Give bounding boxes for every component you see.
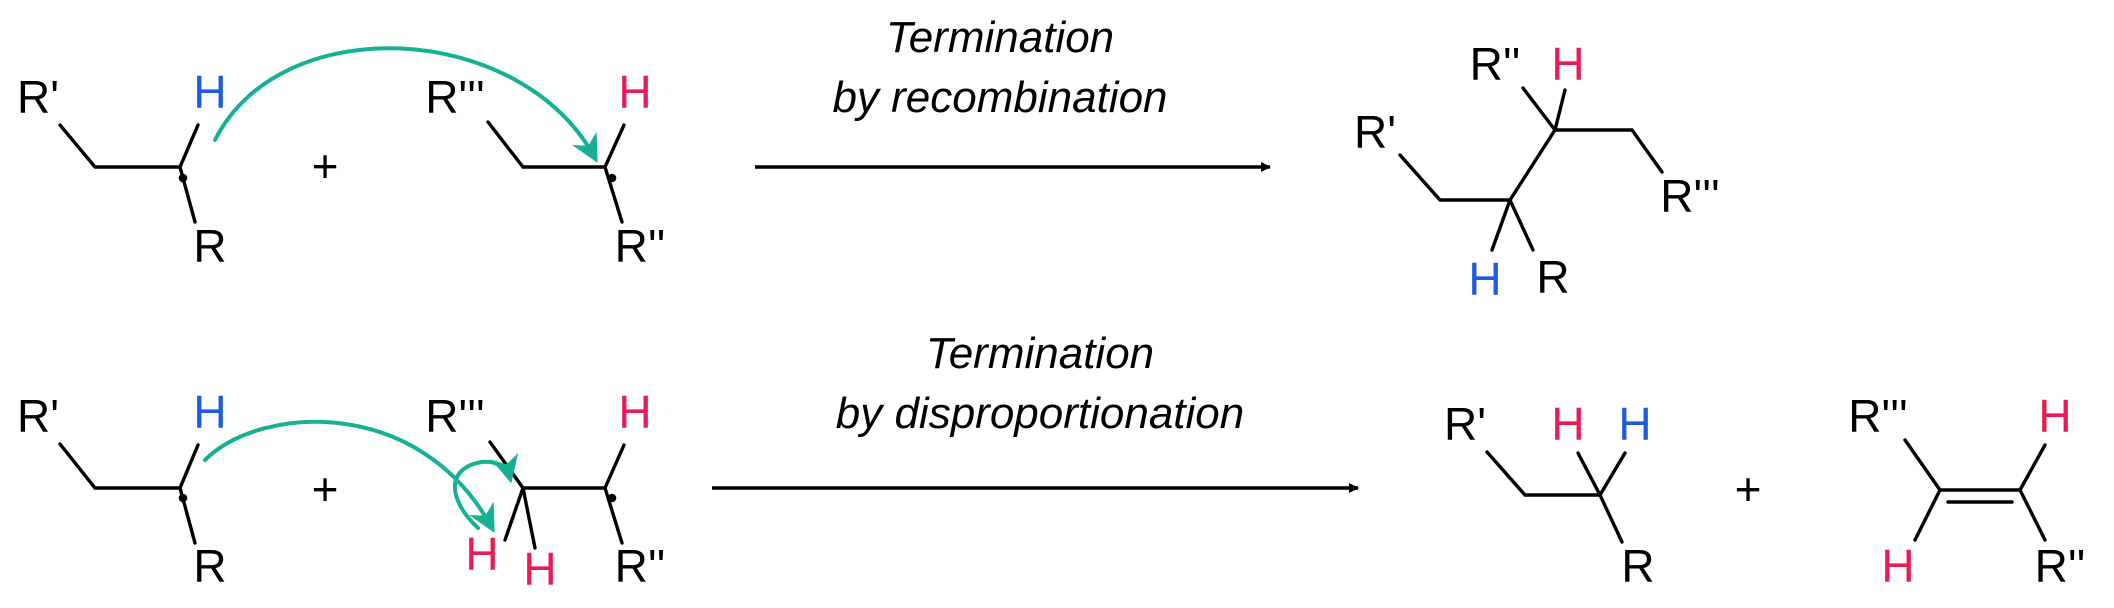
- radical-2-recombination: R''' H R'': [425, 66, 665, 272]
- hydrogen-red: H: [523, 543, 556, 595]
- alkene-bonds: [1903, 438, 2047, 542]
- plus-sign: +: [312, 463, 339, 515]
- c-h-bond: [178, 123, 200, 169]
- radical-dot-icon: [178, 493, 188, 503]
- product-alkane: R' H H R: [1444, 398, 1655, 592]
- product-recombination: R' R'' H R''' H R: [1354, 38, 1720, 305]
- caption-disproportionation-line2: by disproportionation: [836, 389, 1244, 438]
- r-prime-label: R': [1354, 106, 1396, 158]
- r-double-prime-label: R'': [1470, 38, 1521, 90]
- hydrogen-red: H: [2038, 390, 2071, 442]
- r-label: R: [193, 540, 226, 592]
- r-label: R: [1536, 251, 1569, 303]
- radical-dot-icon: [178, 173, 188, 183]
- hydrogen-blue: H: [1618, 398, 1651, 450]
- r-triple-prime-label: R''': [1848, 390, 1908, 442]
- alkane-h-bonds: [1576, 451, 1627, 497]
- product-alkene: R''' H H R'': [1848, 390, 2085, 592]
- curved-arrow-icon: [203, 419, 495, 533]
- hydrogen-red: H: [1551, 38, 1584, 90]
- hydrogen-blue: H: [1468, 253, 1501, 305]
- ch2-h-bonds: [503, 486, 537, 550]
- c-h-bond: [178, 443, 200, 490]
- c-h-bond: [603, 123, 626, 169]
- hydrogen-red: H: [1551, 398, 1584, 450]
- r-prime-label: R': [1444, 398, 1486, 450]
- r-label: R: [1621, 540, 1654, 592]
- radical-dot-icon: [607, 173, 617, 183]
- caption-recombination-line2: by recombination: [832, 73, 1167, 122]
- plus-sign: +: [312, 140, 339, 192]
- radical-1-bonds: [58, 442, 197, 545]
- r-triple-prime-label: R''': [1660, 170, 1720, 222]
- r-triple-prime-label: R''': [425, 390, 485, 442]
- hydrogen-blue: H: [193, 386, 226, 438]
- r-triple-prime-label: R''': [425, 71, 485, 123]
- hydrogen-red: H: [618, 386, 651, 438]
- r-double-prime-label: R'': [2035, 540, 2086, 592]
- alkane-bonds: [1485, 450, 1624, 544]
- r-prime-label: R': [17, 390, 59, 442]
- hydrogen-red: H: [618, 66, 651, 118]
- product-backbone: [1398, 128, 1664, 202]
- r-label: R: [193, 220, 226, 272]
- product-substituents: [1490, 86, 1567, 252]
- plus-sign: +: [1735, 463, 1762, 515]
- radical-2-disproportionation: R''' H R'' H H: [425, 386, 665, 595]
- hydrogen-red: H: [465, 528, 498, 580]
- caption-recombination-line1: Termination: [886, 13, 1114, 62]
- hydrogen-blue: H: [193, 66, 226, 118]
- r-double-prime-label: R'': [615, 220, 666, 272]
- radical-1-disproportionation: R' H R: [17, 386, 227, 592]
- c-h-bond: [603, 443, 626, 490]
- curved-arrow-icon: [453, 452, 519, 530]
- caption-disproportionation-line1: Termination: [926, 329, 1154, 378]
- radical-1-recombination: R' H R: [17, 66, 227, 272]
- r-prime-label: R': [17, 71, 59, 123]
- radical-2-bonds: [486, 120, 624, 224]
- hydrogen-red: H: [1881, 540, 1914, 592]
- radical-dot-icon: [607, 493, 617, 503]
- radical-1-bonds: [58, 123, 197, 224]
- curved-arrow-icon: [213, 46, 598, 163]
- r-double-prime-label: R'': [615, 540, 666, 592]
